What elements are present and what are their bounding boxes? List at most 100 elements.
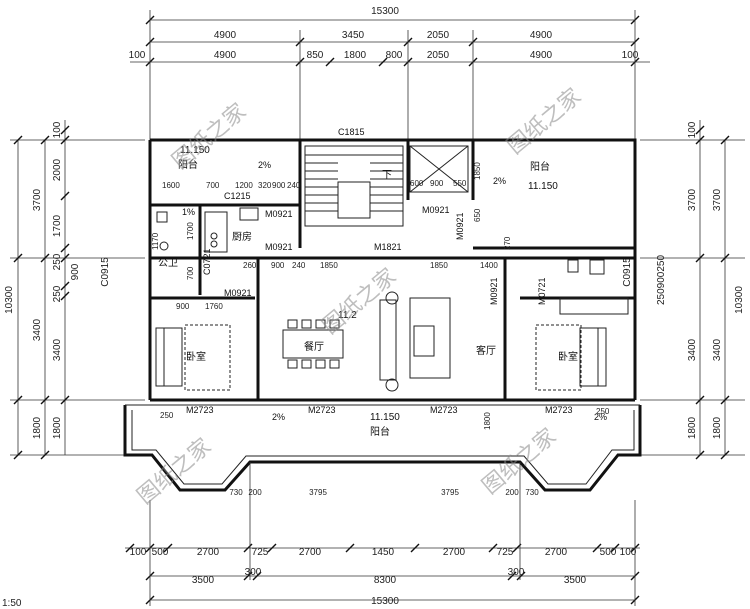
- inner-dim: 250: [596, 407, 610, 416]
- top-row2-dim: 4900: [530, 50, 553, 61]
- bottom-row1-dim: 2700: [545, 547, 568, 558]
- bottom-row1-dim: 2700: [197, 547, 220, 558]
- right-col-dim: 1800: [687, 416, 698, 439]
- top-row1-dim: 2050: [427, 30, 450, 41]
- slope-label: 2%: [493, 176, 506, 186]
- top-row2-dim: 2050: [427, 50, 450, 61]
- door-label: M2723: [430, 405, 458, 415]
- left-outer-dim: 3700: [32, 188, 43, 211]
- door-label: M0921: [489, 277, 499, 305]
- inner-dim: 1700: [186, 222, 195, 240]
- bottom-row1-dim: 100: [130, 547, 147, 558]
- top-row2-dim: 4900: [214, 50, 237, 61]
- slope-label: 2%: [272, 412, 285, 422]
- door-label: M2723: [545, 405, 573, 415]
- bottom-row1-dim: 100: [620, 547, 637, 558]
- bottom-row2-dim: 3500: [564, 575, 587, 586]
- room-label-dining: 餐厅: [304, 340, 324, 353]
- window-label: C0721: [202, 248, 212, 275]
- inner-dim: 320: [258, 181, 272, 190]
- inner-dim: 1800: [483, 412, 492, 430]
- window-label: C0915: [100, 257, 111, 287]
- inner-dim: 900: [271, 261, 285, 270]
- top-total-dim: 15300: [371, 6, 399, 17]
- left-col-dim: 3400: [52, 338, 63, 361]
- left-outer-dim: 3400: [32, 318, 43, 341]
- inner-dim: 1850: [320, 261, 338, 270]
- front-dim: 3795: [309, 488, 327, 497]
- right-total-dim: 10300: [734, 286, 745, 314]
- front-dim: 730: [229, 488, 243, 497]
- left-total-dim: 10300: [4, 286, 15, 314]
- bed-right: [579, 327, 607, 387]
- left-col-dim: 100: [52, 121, 63, 138]
- front-dim: 200: [505, 488, 519, 497]
- left-col-dim: 1800: [52, 416, 63, 439]
- inner-dim: 240: [292, 261, 306, 270]
- watermark-text: 图纸之家: [318, 264, 401, 340]
- right-outer-dim: 1800: [712, 416, 723, 439]
- door-label: M2723: [308, 405, 336, 415]
- bottom-row1-dim: 500: [600, 547, 617, 558]
- inner-dim: 600: [410, 179, 424, 188]
- coffee-table: [413, 325, 435, 357]
- door-label: M1821: [374, 242, 402, 252]
- opening-labels: C1815 C1215 M0921 M0921 M0921 M1821 M092…: [186, 127, 573, 415]
- inner-dim: 1170: [151, 232, 160, 250]
- room-label-toilet: 公卫: [158, 258, 178, 269]
- door-label: M0921: [422, 205, 450, 215]
- watermark-text: 图纸之家: [133, 434, 216, 510]
- bottom-row2-dim: 300: [245, 567, 262, 578]
- door-label: M2723: [186, 405, 214, 415]
- inner-dim: 1850: [473, 162, 482, 180]
- level-label: 11.2: [338, 310, 357, 321]
- front-dim: 730: [525, 488, 539, 497]
- room-label-bedroom-left: 卧室: [186, 350, 206, 363]
- bottom-row2-dim: 8300: [374, 575, 397, 586]
- inner-dim: 1600: [162, 181, 180, 190]
- bottom-row1-dim: 500: [152, 547, 169, 558]
- inner-dim: 1200: [235, 181, 253, 190]
- sofa: [379, 299, 397, 381]
- right-col-dim: 100: [687, 121, 698, 138]
- bottom-total-dim: 15300: [371, 596, 399, 607]
- furniture: [155, 207, 629, 392]
- top-row2-dim: 800: [386, 50, 403, 61]
- left-outer-dim: 1800: [32, 416, 43, 439]
- bed-left: [155, 327, 183, 387]
- top-row2-dim: 1800: [344, 50, 367, 61]
- inner-dim: 900: [430, 179, 444, 188]
- top-dimensions: 15300 4900 3450 2050 4900 100 4900 850 1…: [129, 6, 650, 140]
- kitchen-counter: [204, 211, 228, 253]
- left-dimensions: 10300 3700 3400 1800 100 2000 1700 250 9…: [4, 120, 145, 460]
- slope-label: 2%: [258, 160, 271, 170]
- bottom-row1-dim: 1450: [372, 547, 395, 558]
- top-row1-dim: 4900: [530, 30, 553, 41]
- slope-label: 1%: [182, 207, 195, 217]
- inner-dim: 240: [287, 181, 301, 190]
- stair-treads: [305, 154, 403, 219]
- front-balcony: [123, 404, 642, 500]
- inner-dim: 1760: [205, 302, 223, 311]
- top-row2-dim: 100: [622, 50, 639, 61]
- slope-label: 2%: [594, 412, 607, 422]
- left-col-dim: 250: [52, 253, 63, 270]
- left-col-dim: 1700: [52, 214, 63, 237]
- right-mid-dim: 250900250: [656, 255, 667, 305]
- bottom-dimensions: 100 500 2700 725 2700 1450 2700 725 2700…: [125, 488, 640, 607]
- inner-dim: 1850: [430, 261, 448, 270]
- room-labels: 11.150 阳台 2% 阳台 11.150 2% 厨房 公卫 1% 餐厅 客厅…: [158, 145, 607, 438]
- right-outer-dim: 3700: [712, 188, 723, 211]
- inner-dim: 700: [206, 181, 220, 190]
- right-col-dim: 3700: [687, 188, 698, 211]
- dining-table: [282, 329, 344, 359]
- left-col-dim: 2000: [52, 158, 63, 181]
- inner-dim: 250: [160, 411, 174, 420]
- top-row1-dim: 3450: [342, 30, 365, 41]
- watermark-text: 图纸之家: [168, 99, 251, 175]
- left-col-dim: 250: [52, 285, 63, 302]
- stairs-down-label: 下: [382, 170, 392, 181]
- front-dim: 200: [248, 488, 262, 497]
- inner-dimensions: 1600 700 1200 320 900 240 600 900 550 18…: [151, 162, 610, 430]
